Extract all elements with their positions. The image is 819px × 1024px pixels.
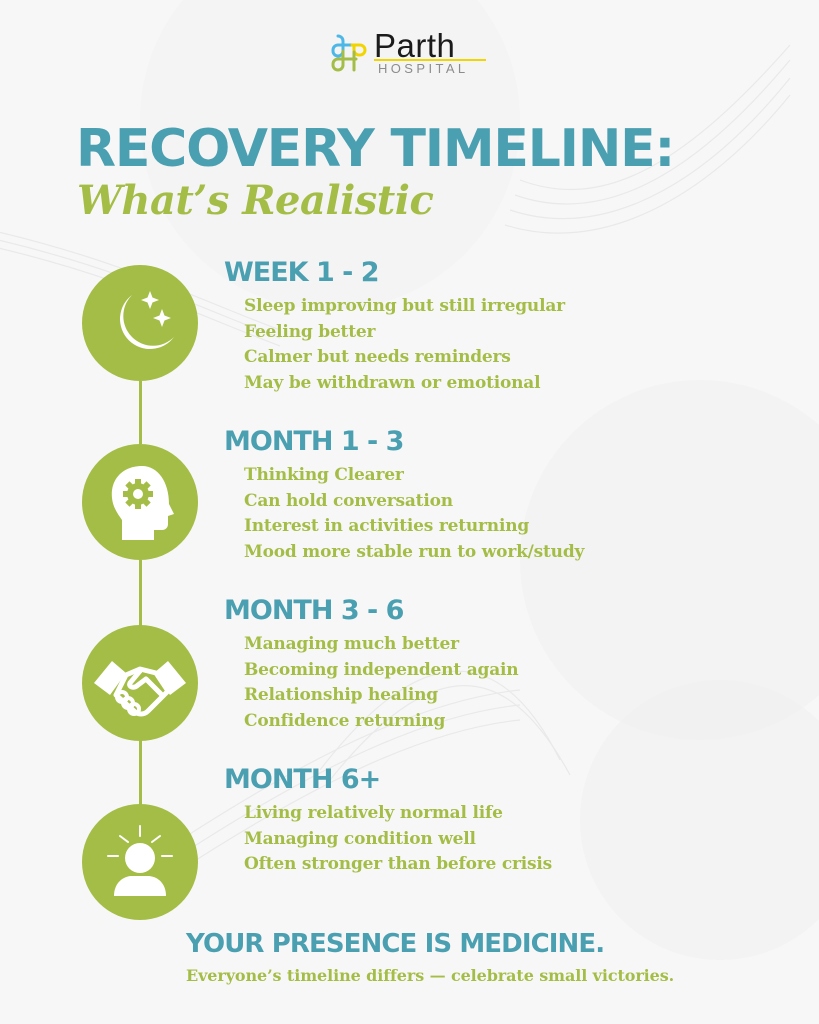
logo-subtitle: HOSPITAL [378,61,469,76]
page-title: RECOVERY TIMELINE: [76,119,675,179]
stage-item: Confidence returning [244,710,446,731]
timeline-stage: WEEK 1 - 2 Sleep improving but still irr… [224,256,565,396]
stage-item: Can hold conversation [244,490,453,511]
stage-item: Living relatively normal life [244,803,503,823]
stage-item: Calmer but needs reminders [244,347,511,367]
head-gear-icon [111,466,174,540]
logo-underline [374,59,486,61]
stage-item: Managing condition well [244,828,476,849]
timeline-connector [139,560,142,626]
timeline-connector [139,740,142,805]
timeline-stage: MONTH 6+ Living relatively normal life M… [224,763,552,878]
stage-item: Relationship healing [244,685,438,705]
timeline-node-month-6-plus [82,804,198,920]
logo-mark-icon [331,34,367,72]
stage-item: Mood more stable run to work/study [244,541,585,562]
timeline-connector [139,381,142,444]
moon-stars-icon [120,291,174,349]
footer-title: YOUR PRESENCE IS MEDICINE. [186,929,605,959]
timeline-node-month-1-3 [82,444,198,560]
stage-title: MONTH 1 - 3 [224,426,404,457]
stage-list: Sleep improving but still irregular Feel… [244,294,565,396]
timeline-stage: MONTH 3 - 6 Managing much better Becomin… [224,594,519,734]
stage-item: Interest in activities returning [244,516,530,536]
stage-item: Sleep improving but still irregular [244,296,565,316]
stage-list: Living relatively normal life Managing c… [244,801,552,878]
stage-item: Often stronger than before crisis [244,854,553,874]
stage-item: Thinking Clearer [244,465,404,485]
stage-title: MONTH 6+ [224,764,381,795]
stage-item: May be withdrawn or emotional [244,372,541,393]
logo-name: Parth [374,27,456,64]
timeline-node-week-1-2 [82,265,198,381]
stage-item: Feeling better [244,321,376,342]
timeline-stage: MONTH 1 - 3 Thinking Clearer Can hold co… [224,425,584,565]
person-glow-icon [107,825,173,896]
stage-list: Managing much better Becoming independen… [244,632,519,734]
hospital-logo: Parth HOSPITAL [330,27,490,78]
stage-title: MONTH 3 - 6 [224,595,404,626]
handshake-icon [94,661,186,717]
stage-title: WEEK 1 - 2 [224,257,380,288]
timeline-node-month-3-6 [82,625,198,741]
stage-list: Thinking Clearer Can hold conversation I… [244,463,584,565]
footer-subtitle: Everyone’s timeline differs — celebrate … [186,966,675,985]
page-subtitle: What’s Realistic [77,177,434,224]
stage-item: Managing much better [244,634,459,654]
stage-item: Becoming independent again [244,659,519,680]
